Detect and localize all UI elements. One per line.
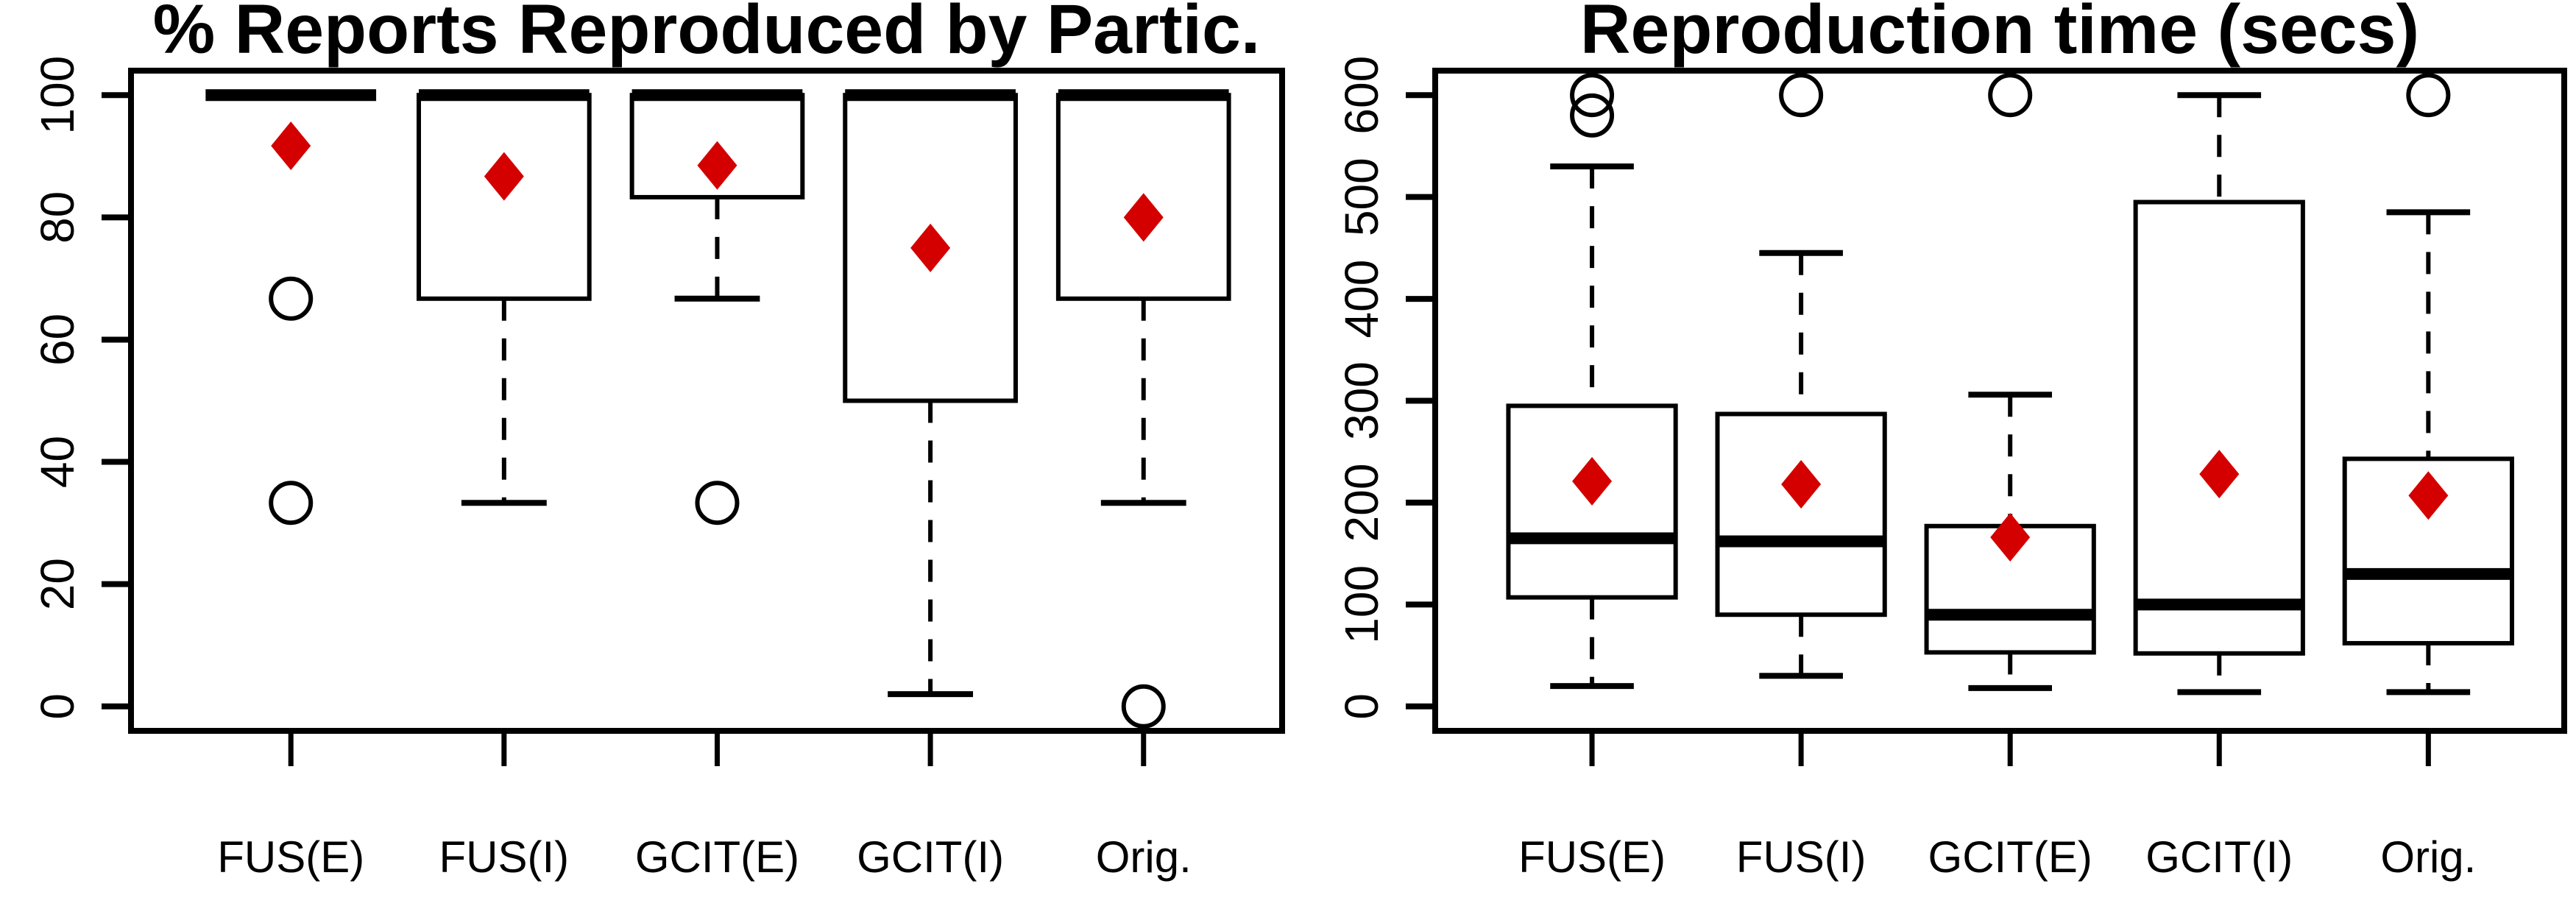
- mean-diamond-marker: [910, 223, 951, 272]
- y-tick-label: 0: [31, 693, 84, 720]
- mean-diamond-marker: [2408, 471, 2449, 520]
- box-group-fus-e: FUS(E): [1506, 73, 1678, 882]
- iqr-box: [2133, 199, 2305, 656]
- iqr-box: [1715, 411, 1887, 618]
- category-label-fus-i: FUS(I): [439, 832, 570, 882]
- y-tick-label: 400: [1335, 260, 1388, 339]
- plot-frame: [1432, 68, 2567, 734]
- mean-diamond-marker: [484, 152, 524, 201]
- category-label-orig: Orig.: [1096, 832, 1192, 882]
- y-tick-label: 40: [31, 436, 84, 488]
- mean-diamond-marker: [1123, 193, 1164, 242]
- y-tick-label: 600: [1335, 56, 1388, 135]
- outlier-point: [695, 481, 740, 526]
- category-label-gcit-i: GCIT(I): [2145, 832, 2293, 882]
- outlier-point: [2406, 73, 2451, 118]
- box-group-fus-i: FUS(I): [1715, 73, 1887, 882]
- box-group-gcit-i: GCIT(I): [843, 89, 1018, 882]
- outlier-point: [269, 481, 314, 526]
- y-tick-label: 80: [31, 191, 84, 244]
- left-chart-reports-reproduced-by-partic: % Reports Reproduced by Partic. 0 20 40 60 80…: [31, 0, 1285, 882]
- iqr-box: [1506, 403, 1678, 600]
- category-label-fus-e: FUS(E): [1518, 832, 1666, 882]
- y-tick-label: 300: [1335, 361, 1388, 440]
- category-label-gcit-i: GCIT(I): [857, 832, 1004, 882]
- box-group-gcit-i: GCIT(I): [2133, 92, 2305, 882]
- y-tick-label: 100: [31, 56, 84, 135]
- plot-frame: [128, 68, 1285, 734]
- box-group-gcit-e: GCIT(E): [1924, 73, 2096, 882]
- category-label-orig: Orig.: [2380, 832, 2476, 882]
- box-group-orig: Orig.: [1055, 89, 1231, 882]
- outlier-point: [1570, 93, 1615, 138]
- mean-diamond-marker: [1572, 456, 1613, 506]
- category-label-gcit-e: GCIT(E): [1928, 832, 2092, 882]
- category-label-fus-i: FUS(I): [1736, 832, 1866, 882]
- chart-title: Reproduction time (secs): [1580, 0, 2419, 68]
- box-group-orig: Orig.: [2342, 73, 2514, 882]
- y-tick-label: 20: [31, 558, 84, 610]
- outlier-point: [1779, 73, 1824, 118]
- outlier-point: [1121, 684, 1166, 729]
- mean-diamond-marker: [2199, 450, 2240, 499]
- category-label-fus-e: FUS(E): [217, 832, 364, 882]
- mean-diamond-marker: [1990, 512, 2031, 562]
- mean-diamond-marker: [271, 121, 311, 171]
- outlier-point: [269, 276, 314, 321]
- y-tick-label: 200: [1335, 464, 1388, 542]
- box-group-fus-i: FUS(I): [417, 89, 592, 882]
- category-label-gcit-e: GCIT(E): [635, 832, 799, 882]
- y-tick-label: 100: [1335, 565, 1388, 644]
- y-tick-label: 0: [1335, 693, 1388, 720]
- y-tick-label: 60: [31, 314, 84, 366]
- right-chart-reproduction-time-secs: Reproduction time (secs) 0 100 200 300 400 500…: [1335, 0, 2567, 882]
- box-group-gcit-e: GCIT(E): [629, 89, 805, 882]
- outlier-point: [1570, 73, 1615, 118]
- mean-diamond-marker: [1781, 460, 1822, 509]
- mean-diamond-marker: [697, 141, 737, 190]
- y-tick-label: 500: [1335, 158, 1388, 236]
- outlier-point: [1988, 73, 2033, 118]
- chart-title: % Reports Reproduced by Partic.: [153, 0, 1261, 68]
- box-group-fus-e: FUS(E): [205, 89, 377, 882]
